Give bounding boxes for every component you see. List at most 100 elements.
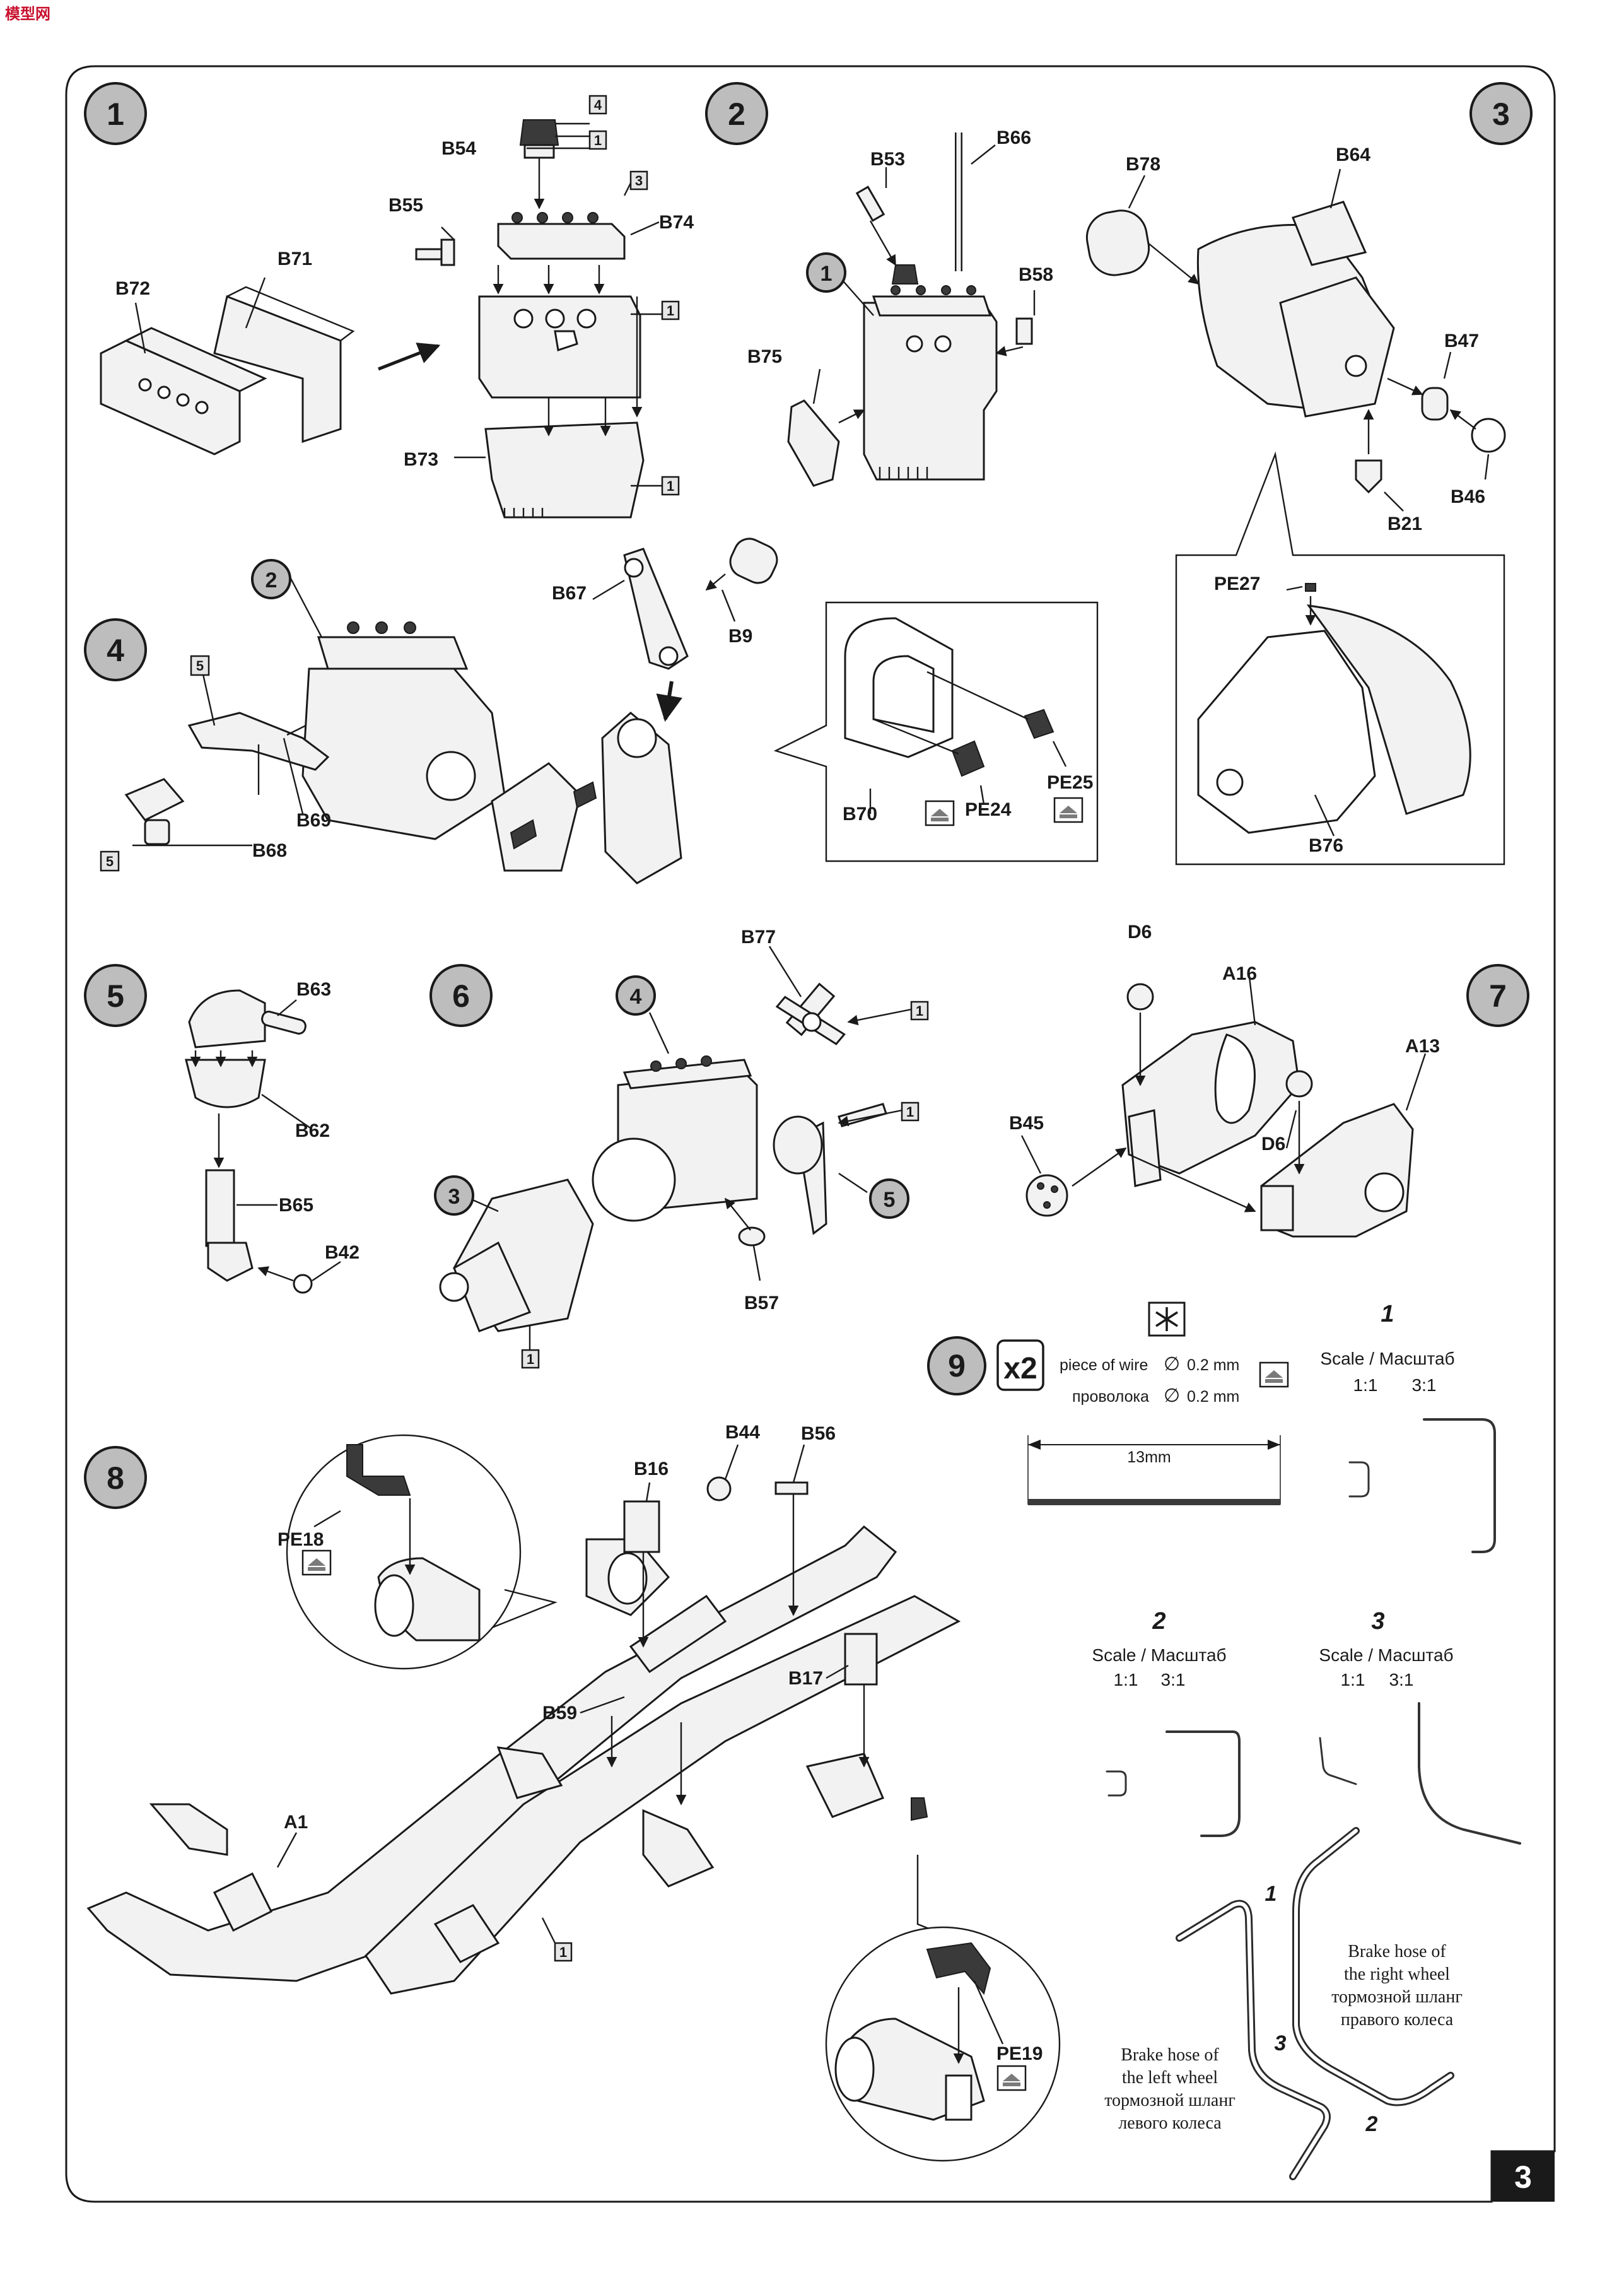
diameter-symbol-ru: ∅ <box>1164 1385 1180 1406</box>
step-2-diagram: 1 B53 B66 B58 B75 <box>747 127 1053 487</box>
step-1-diagram: B54 B55 B74 B71 B72 B73 4 1 3 1 1 <box>100 95 694 519</box>
variant-1-scale: Scale / Масштаб <box>1320 1349 1454 1368</box>
step-number-9: 9 <box>927 1336 986 1395</box>
diameter-symbol: ∅ <box>1164 1354 1180 1375</box>
diameter-value-ru: 0.2 mm <box>1187 1388 1239 1406</box>
part-label-b73: B73 <box>404 449 438 470</box>
part-label-a13: A13 <box>1405 1036 1440 1057</box>
ref-box: 4 <box>588 95 607 115</box>
photo-etch-icon <box>925 800 955 826</box>
wire-label-ru: проволока <box>1072 1388 1149 1406</box>
part-label-b44: B44 <box>725 1422 760 1443</box>
hose-right-line-4: правого колеса <box>1341 2010 1454 2029</box>
part-label-b53: B53 <box>870 149 905 170</box>
part-label-b54: B54 <box>441 138 476 159</box>
part-label-b56: B56 <box>801 1423 836 1444</box>
part-label-b21: B21 <box>1387 514 1422 534</box>
wire-piece <box>1028 1499 1280 1505</box>
ref-circle: 4 <box>616 975 656 1016</box>
svg-text:2: 2 <box>266 568 277 592</box>
variant-3-ratio-b: 3:1 <box>1389 1670 1414 1689</box>
diameter-value: 0.2 mm <box>1187 1356 1239 1374</box>
part-label-pe18: PE18 <box>277 1529 324 1550</box>
part-label-b55: B55 <box>388 195 423 216</box>
page-number-box <box>1492 2151 1555 2202</box>
step-6-diagram: B77 B57 4 5 3 1 1 1 <box>434 927 929 1369</box>
part-label-b63: B63 <box>296 979 331 1000</box>
svg-text:x2: x2 <box>1003 1352 1037 1385</box>
step-number-2: 2 <box>705 82 768 145</box>
part-label-b72: B72 <box>115 278 150 299</box>
part-label-b42: B42 <box>325 1242 359 1263</box>
svg-text:4: 4 <box>107 633 124 668</box>
ref-box: 1 <box>521 1349 540 1369</box>
part-label-b75: B75 <box>747 346 782 367</box>
variant-3-ratio-a: 1:1 <box>1341 1670 1365 1689</box>
part-label-pe19: PE19 <box>996 2043 1043 2064</box>
ref-circle: 1 <box>806 252 846 293</box>
svg-text:5: 5 <box>884 1188 896 1212</box>
svg-text:5: 5 <box>107 978 124 1014</box>
ref-circle: 3 <box>434 1175 474 1216</box>
wire-length: 13mm <box>1127 1448 1171 1466</box>
hose-left-line-4: левого колеса <box>1118 2113 1222 2133</box>
svg-text:1: 1 <box>594 132 602 148</box>
hose-left-line-3: тормозной шланг <box>1104 2091 1236 2110</box>
svg-text:1: 1 <box>667 303 674 319</box>
photo-etch-icon <box>996 2065 1027 2091</box>
svg-text:1: 1 <box>906 1104 914 1120</box>
part-label-b58: B58 <box>1019 264 1053 285</box>
variant-2-ratio-b: 3:1 <box>1161 1670 1186 1689</box>
part-label-d6: D6 <box>1128 922 1152 943</box>
part-label-b66: B66 <box>996 127 1031 148</box>
hose-right-line-1: Brake hose of <box>1348 1942 1446 1961</box>
variant-1-label: 1 <box>1381 1301 1394 1327</box>
svg-text:4: 4 <box>630 985 642 1009</box>
page-number: 3 <box>1514 2159 1532 2195</box>
step-9-wire-section: x2 piece of wire проволока ∅ 0.2 mm ∅ 0.… <box>996 1301 1521 2180</box>
variant-2-label: 2 <box>1152 1608 1165 1635</box>
svg-text:3: 3 <box>635 173 643 189</box>
ref-box: 3 <box>629 170 648 191</box>
step-number-8: 8 <box>84 1446 147 1509</box>
step-4-diagram: 2 5 5 B67 B9 B69 B68 B70 PE24 PE25 <box>100 537 1099 884</box>
ref-box: 1 <box>554 1942 573 1962</box>
svg-text:2: 2 <box>728 97 745 132</box>
step-number-4: 4 <box>84 618 147 681</box>
ref-box: 5 <box>190 655 210 676</box>
svg-text:1: 1 <box>107 97 124 132</box>
part-label-b78: B78 <box>1126 154 1160 175</box>
svg-text:4: 4 <box>594 97 602 113</box>
part-label-b68: B68 <box>252 840 287 861</box>
ref-circle: 5 <box>869 1178 909 1219</box>
part-label-pe25: PE25 <box>1047 772 1093 793</box>
svg-text:1: 1 <box>559 1944 567 1960</box>
svg-text:8: 8 <box>107 1460 124 1496</box>
svg-text:7: 7 <box>1489 978 1507 1014</box>
part-label-pe24: PE24 <box>965 799 1012 820</box>
part-label-b9: B9 <box>728 626 752 647</box>
ref-box: 1 <box>661 476 680 496</box>
part-label-b67: B67 <box>552 583 587 604</box>
photo-etch-icon <box>1053 797 1084 823</box>
part-label-b77: B77 <box>741 927 776 948</box>
part-label-b62: B62 <box>295 1120 330 1141</box>
variant-1-ratio-a: 1:1 <box>1353 1375 1378 1395</box>
site-logo: 模型网 <box>5 6 50 23</box>
multiplier-badge: x2 <box>996 1339 1044 1391</box>
part-label-b71: B71 <box>277 249 312 269</box>
ref-circle: 2 <box>251 559 291 599</box>
hose-mark-2: 2 <box>1365 2112 1378 2136</box>
step-8-diagram: PE18 B44 B56 B16 B59 B17 A <box>86 1422 1061 2162</box>
part-label-b57: B57 <box>744 1293 779 1313</box>
ref-box: 1 <box>661 300 680 320</box>
svg-text:5: 5 <box>106 854 114 869</box>
step-number-5: 5 <box>84 964 147 1027</box>
glue-asterisk-icon <box>1148 1301 1186 1337</box>
part-label-b16: B16 <box>634 1459 669 1479</box>
part-label-b45: B45 <box>1009 1113 1044 1134</box>
variant-2-scale: Scale / Масштаб <box>1092 1645 1226 1665</box>
part-label-a16: A16 <box>1222 963 1257 984</box>
hose-mark-1: 1 <box>1265 1882 1277 1906</box>
